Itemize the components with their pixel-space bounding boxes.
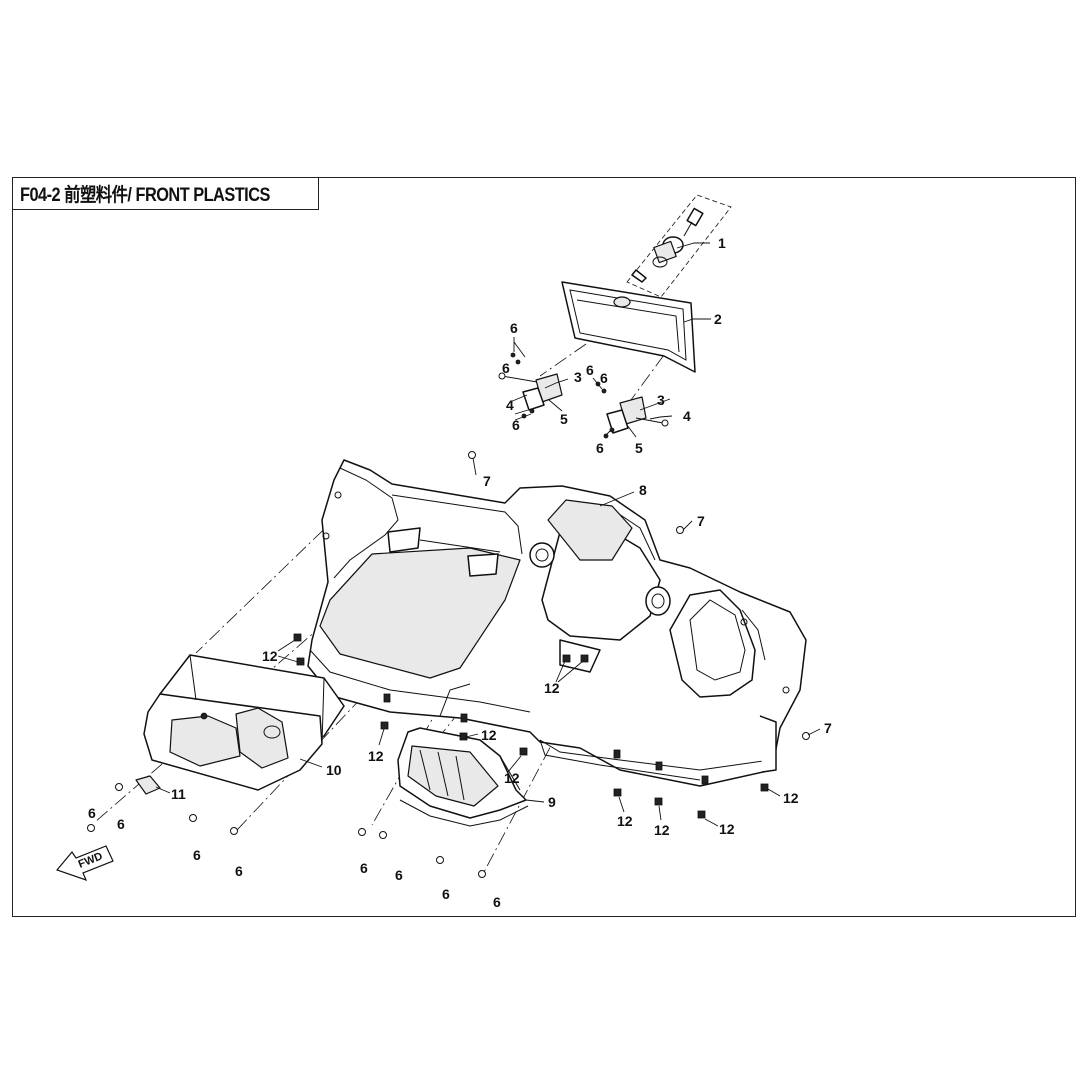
callout-labels: 1 2 3 3 4 4 5 5 6 6 6 6 6 6 6 6 6 6 6 6 … <box>88 235 832 910</box>
part-11-clip <box>135 775 161 795</box>
leader-lines <box>155 242 821 827</box>
callout-6: 6 <box>596 440 604 456</box>
callout-7: 7 <box>483 473 491 489</box>
callout-6: 6 <box>600 370 608 386</box>
hinge-right <box>595 381 669 439</box>
title-box: F04-2 前塑料件/ FRONT PLASTICS <box>12 177 319 210</box>
callout-12: 12 <box>262 648 278 664</box>
callout-7: 7 <box>824 720 832 736</box>
callout-3: 3 <box>574 369 582 385</box>
callout-12: 12 <box>481 727 497 743</box>
part-9-center-lower-panel <box>397 727 529 827</box>
callout-7: 7 <box>697 513 705 529</box>
part-8-front-body-panel <box>307 459 807 787</box>
diagram-title: F04-2 前塑料件/ FRONT PLASTICS <box>20 185 270 206</box>
callout-9: 9 <box>548 794 556 810</box>
callout-5: 5 <box>560 411 568 427</box>
callout-6: 6 <box>493 894 501 910</box>
callout-12: 12 <box>544 680 560 696</box>
callout-6: 6 <box>512 417 520 433</box>
callout-10: 10 <box>326 762 342 778</box>
part-1-lock-assembly <box>626 194 732 298</box>
callout-6: 6 <box>395 867 403 883</box>
callout-12: 12 <box>654 822 670 838</box>
callout-6: 6 <box>586 362 594 378</box>
fwd-arrow-icon: FWD <box>55 845 114 882</box>
callout-6: 6 <box>88 805 96 821</box>
hinge-left <box>498 352 563 419</box>
diagram-frame <box>12 177 1076 917</box>
callout-6: 6 <box>510 320 518 336</box>
callout-6: 6 <box>442 886 450 902</box>
callout-1: 1 <box>718 235 726 251</box>
callout-6: 6 <box>117 816 125 832</box>
callout-8: 8 <box>639 482 647 498</box>
part-2-lid <box>561 281 696 373</box>
callout-12: 12 <box>368 748 384 764</box>
callout-11: 11 <box>171 786 186 802</box>
callout-12: 12 <box>719 821 735 837</box>
callout-3: 3 <box>657 392 665 408</box>
callout-4: 4 <box>506 397 514 413</box>
callout-6: 6 <box>360 860 368 876</box>
callout-2: 2 <box>714 311 722 327</box>
callout-5: 5 <box>635 440 643 456</box>
callout-6: 6 <box>235 863 243 879</box>
callout-12: 12 <box>783 790 799 806</box>
callout-12: 12 <box>504 770 520 786</box>
callout-4: 4 <box>683 408 691 424</box>
callout-6: 6 <box>502 360 510 376</box>
callout-12: 12 <box>617 813 633 829</box>
callout-6: 6 <box>193 847 201 863</box>
fasteners <box>87 451 810 878</box>
part-10-storage-box <box>143 654 345 791</box>
